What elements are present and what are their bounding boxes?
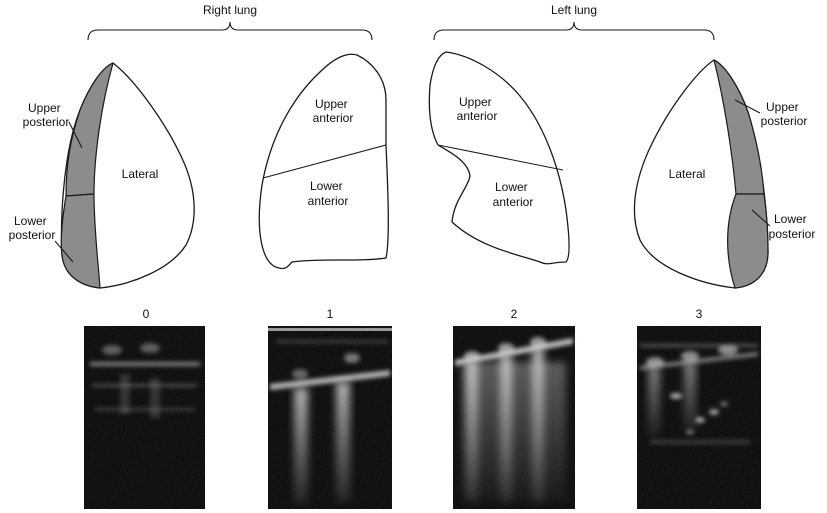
score-label-1: 1: [327, 307, 334, 321]
right-lower-posterior-zone: [60, 193, 101, 289]
ultrasound-image-score-1: [268, 326, 392, 509]
right-upper-anterior-label: Upper anterior: [313, 97, 354, 125]
left-lower-posterior-zone: [727, 193, 769, 289]
ultrasound-image-score-2: [453, 326, 575, 509]
left-lower-anterior-label: Lower anterior: [493, 180, 534, 209]
left-lateral-label: Lateral: [669, 167, 706, 181]
right-lower-anterior-label: Lower anterior: [308, 179, 349, 208]
left-upper-posterior-pointer: [734, 99, 761, 114]
right-lateral-label: Lateral: [122, 167, 159, 181]
right-lung-group-header: Right lung: [87, 3, 373, 41]
left-lung-brace: [433, 21, 715, 41]
score-label-3: 3: [696, 307, 703, 321]
right-lower-posterior-pointer: [54, 240, 74, 263]
left-lung-anterior-view: Upper anterior Lower anterior: [428, 51, 570, 265]
right-lung-anterior-view: Upper anterior Lower anterior: [258, 53, 389, 270]
right-lung-title: Right lung: [203, 3, 257, 17]
left-lower-posterior-label: Lower posterior: [769, 212, 816, 241]
score-label-2: 2: [511, 307, 518, 321]
right-lung-lateral-view: Lateral Upper posterior Lower posterior: [9, 62, 195, 289]
right-upper-posterior-label: Upper posterior: [23, 101, 70, 129]
left-upper-posterior-zone: [713, 59, 765, 195]
right-upper-posterior-pointer: [68, 121, 83, 149]
left-lower-posterior-pointer: [751, 209, 771, 227]
ultrasound-image-score-0: [84, 326, 205, 509]
left-lung-group-header: Left lung: [433, 3, 715, 41]
right-lung-brace: [87, 21, 373, 41]
left-lung-title: Left lung: [551, 3, 597, 17]
left-upper-posterior-label: Upper posterior: [761, 100, 808, 128]
left-upper-anterior-label: Upper anterior: [457, 95, 498, 123]
score-label-0: 0: [143, 307, 150, 321]
right-lower-posterior-label: Lower posterior: [9, 214, 56, 242]
left-lung-lateral-view: Lateral Upper posterior Lower posterior: [633, 59, 816, 289]
right-upper-posterior-zone: [65, 62, 114, 197]
ultrasound-image-score-3: [637, 326, 761, 509]
